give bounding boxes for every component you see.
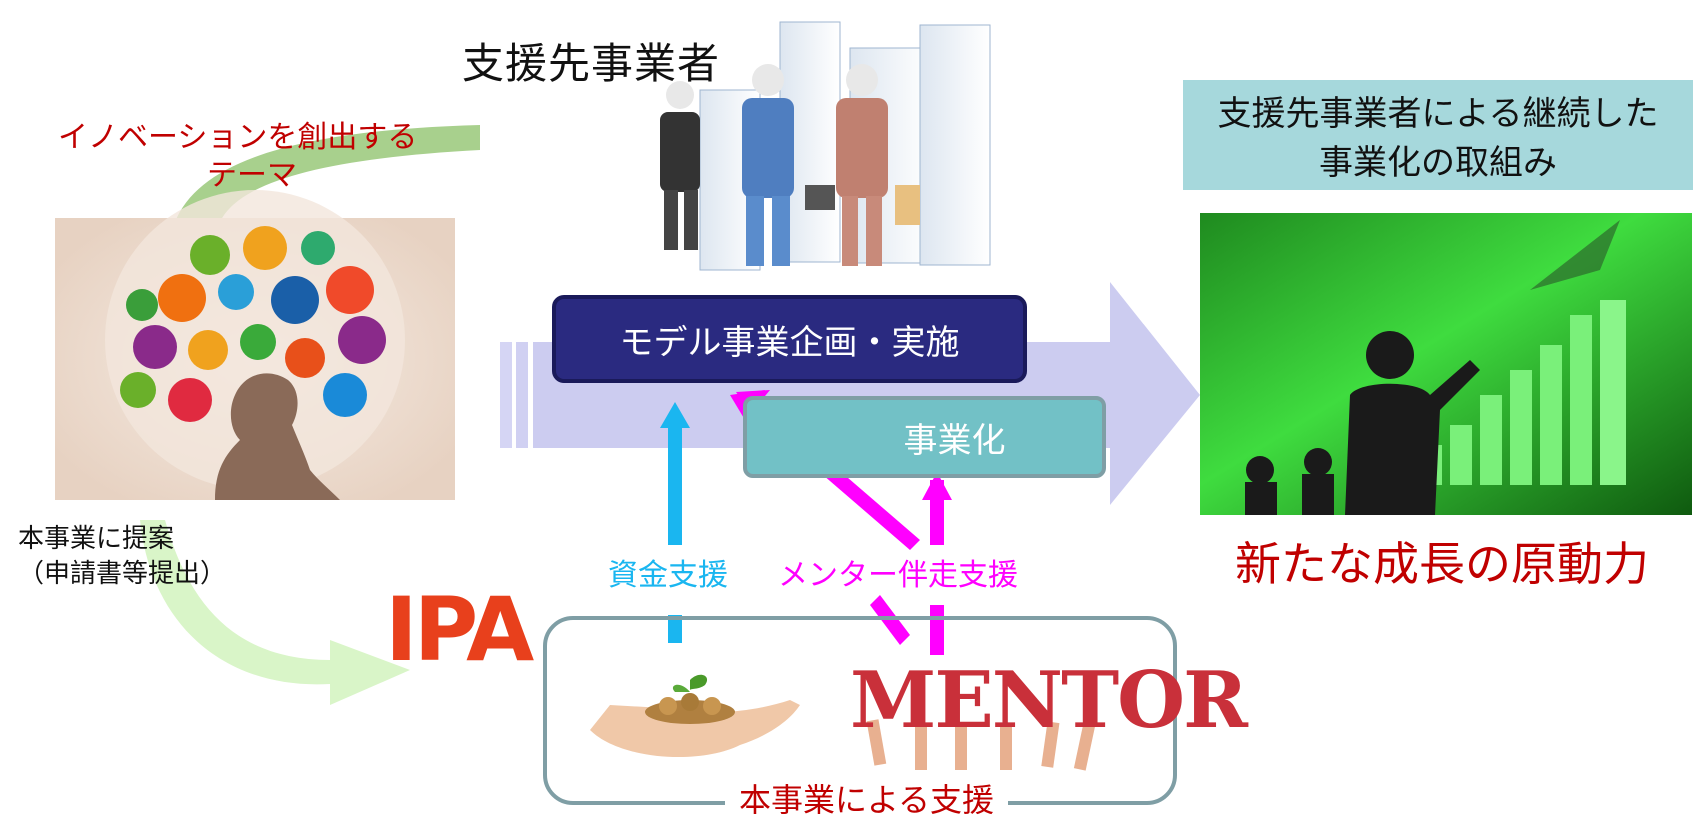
commercialization-label: 事業化 [903,420,1006,461]
mentor-logo: MENTOR [850,655,1248,746]
main-flow-arrow [500,282,1200,505]
commercialization-box: 事業化 [743,396,1106,478]
mentor-support-label: メンター伴走支援 [778,550,1018,594]
outcome-line2: 事業化の取組み [1319,143,1557,183]
model-project-label: モデル事業企画・実施 [619,322,960,363]
support-target-label: 支援先事業者 [462,39,721,88]
funding-support-label: 資金支援 [608,550,728,594]
innovation-theme-line2: テーマ [207,158,297,193]
new-growth-label: 新たな成長の原動力 [1235,537,1649,591]
innovation-curve-arrow [175,125,480,222]
outcome-line1: 支援先事業者による継続した [1217,94,1659,134]
innovation-theme-line1: イノベーションを創出する [58,120,418,155]
funding-support-arrow [660,402,690,643]
proposal-line2: （申請書等提出） [18,559,227,589]
growth-illustration [1200,213,1692,515]
program-support-label: 本事業による支援 [725,775,1009,821]
proposal-line1: 本事業に提案 [18,524,175,554]
business-people-illustration [615,21,995,292]
ipa-curve-arrow [140,520,410,705]
model-project-box: モデル事業企画・実施 [552,295,1027,383]
innovation-illustration [55,190,455,500]
outcome-box: 支援先事業者による継続した 事業化の取組み [1183,80,1693,190]
coins-in-hands-illustration [590,674,800,757]
ipa-logo: IPA [385,578,534,681]
mentor-hands-illustration [866,719,1095,771]
